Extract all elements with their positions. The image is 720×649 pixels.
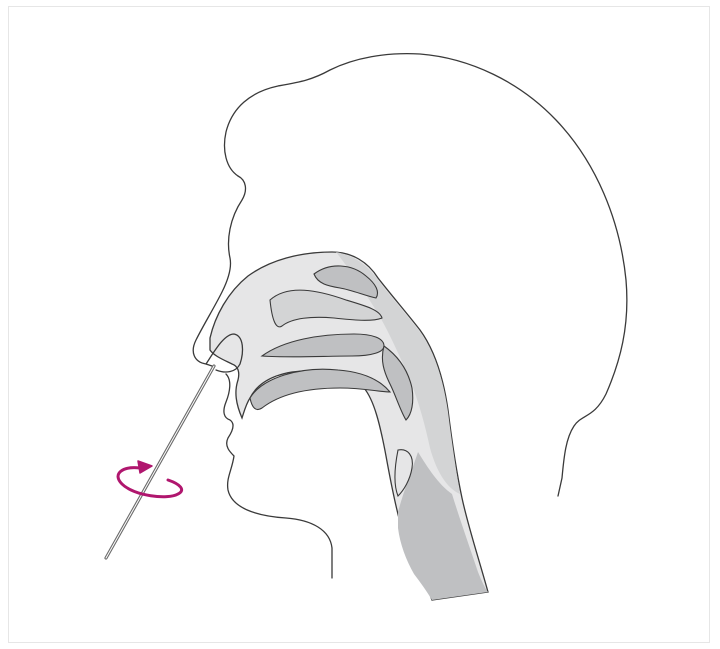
swab-shaft-highlight [106,366,214,558]
swab [106,366,214,558]
nasal-cavity [210,252,488,600]
rotation-arrow-head [138,461,152,473]
